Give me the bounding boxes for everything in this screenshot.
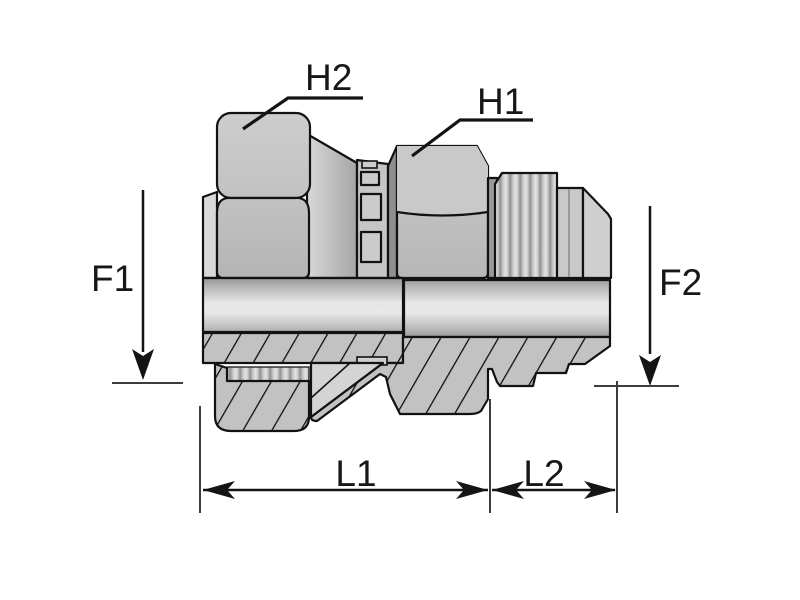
body-hex xyxy=(386,144,490,280)
section-wall-band xyxy=(201,331,405,365)
section-cone-seat xyxy=(309,361,385,419)
thread-segment-strip xyxy=(355,158,390,280)
label-h1: H1 xyxy=(477,81,524,122)
label-l1: L1 xyxy=(335,453,376,494)
nut-rim xyxy=(201,190,219,280)
dimension-f1: F1 xyxy=(91,190,183,384)
label-f1: F1 xyxy=(91,258,134,299)
dimension-l2: L2 xyxy=(492,453,616,499)
label-l2: L2 xyxy=(523,453,564,494)
nut-internal-thread xyxy=(226,366,310,382)
swivel-nut xyxy=(215,111,312,280)
label-h2: H2 xyxy=(305,57,352,98)
dimension-l1: L1 xyxy=(199,399,491,513)
nut-back-cone xyxy=(305,132,359,280)
bore-cylinder xyxy=(201,276,612,339)
nose-step xyxy=(555,186,585,280)
label-f2: F2 xyxy=(659,262,702,303)
section-nut-block xyxy=(213,362,311,433)
male-thread xyxy=(493,171,559,280)
dimension-h2: H2 xyxy=(242,57,363,131)
dimension-h1: H1 xyxy=(411,81,533,158)
dimension-f2: F2 xyxy=(594,206,702,513)
nose-chamfer xyxy=(581,186,613,280)
section-body xyxy=(309,335,612,423)
